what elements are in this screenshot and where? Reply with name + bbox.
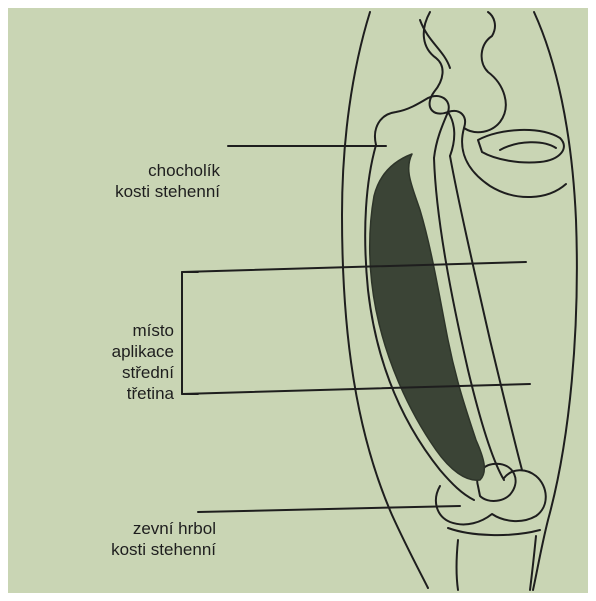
condyle-label: zevní hrbol kosti stehenní	[111, 518, 216, 560]
trochanter-label-line-2: kosti stehenní	[115, 181, 220, 202]
application-label-line-2: aplikace	[112, 341, 174, 362]
condyle-leader-line	[198, 506, 460, 512]
application-label-line-3: střední	[112, 362, 174, 383]
greater-trochanter-outline	[375, 96, 449, 158]
application-site-label: místo aplikace střední třetina	[112, 320, 174, 404]
condyle-label-line-1: zevní hrbol	[111, 518, 216, 539]
application-bracket	[182, 272, 198, 394]
tibia-plateau-outline	[448, 528, 540, 535]
injection-site-region	[370, 154, 485, 480]
trochanter-label-line-1: chocholík	[115, 160, 220, 181]
femoral-condyle-outline	[436, 470, 546, 524]
application-label-line-4: třetina	[112, 383, 174, 404]
pelvis-outline	[424, 12, 506, 132]
leg-outline-medial	[533, 12, 577, 590]
application-label-line-1: místo	[112, 320, 174, 341]
acetabulum-inner	[500, 142, 556, 150]
condyle-label-line-2: kosti stehenní	[111, 539, 216, 560]
trochanter-label: chocholík kosti stehenní	[115, 160, 220, 202]
femoral-neck-outline	[448, 112, 454, 156]
tibia-lateral-outline	[457, 540, 459, 590]
